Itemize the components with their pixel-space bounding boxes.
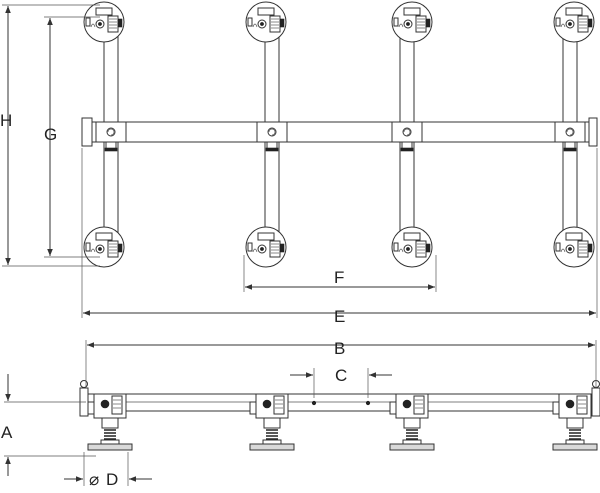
- arm-1: [103, 21, 119, 239]
- clamp-1: [95, 121, 127, 152]
- side-view: [79, 380, 600, 451]
- dimension-label-h: H: [0, 111, 12, 130]
- suction-cup-bottom-3: [391, 226, 433, 268]
- side-bar-end-right: [591, 387, 600, 417]
- dimension-label-e: E: [334, 307, 345, 326]
- suction-cup-bottom-4: [553, 226, 595, 268]
- side-bar: [85, 393, 595, 412]
- suction-cup-bottom-1: [83, 226, 125, 268]
- clamp-2: [256, 121, 288, 152]
- suction-cup-top-4: [553, 1, 595, 43]
- side-foot-1: [87, 393, 133, 451]
- dimension-label-a: A: [1, 423, 13, 442]
- cross-tube-end-right: [588, 117, 598, 147]
- side-foot-3: [389, 393, 435, 451]
- dimension-label-g: G: [44, 125, 57, 144]
- dimension-label-c: C: [335, 366, 347, 385]
- arm-2: [264, 21, 280, 239]
- clamp-3: [391, 121, 423, 152]
- cross-tube-end-left: [81, 117, 93, 147]
- suction-cup-top-3: [391, 1, 433, 43]
- suction-cup-top-1: [83, 1, 125, 43]
- dimension-label-f: F: [334, 268, 344, 287]
- side-foot-2: [249, 393, 295, 451]
- top-view-dimensions: H G F E: [0, 4, 598, 326]
- suction-cup-top-2: [245, 1, 287, 43]
- suction-cup-bottom-2: [245, 226, 287, 268]
- side-foot-4: [552, 393, 598, 451]
- clamp-4: [554, 121, 586, 152]
- cross-tube: [89, 121, 591, 143]
- diameter-symbol: ⌀: [89, 470, 99, 489]
- top-view: [81, 1, 598, 268]
- dimension-label-d: D: [106, 470, 118, 489]
- side-view-dimensions: B C A ⌀ D: [1, 339, 597, 489]
- arm-4: [562, 21, 578, 239]
- dimension-label-b: B: [334, 339, 345, 358]
